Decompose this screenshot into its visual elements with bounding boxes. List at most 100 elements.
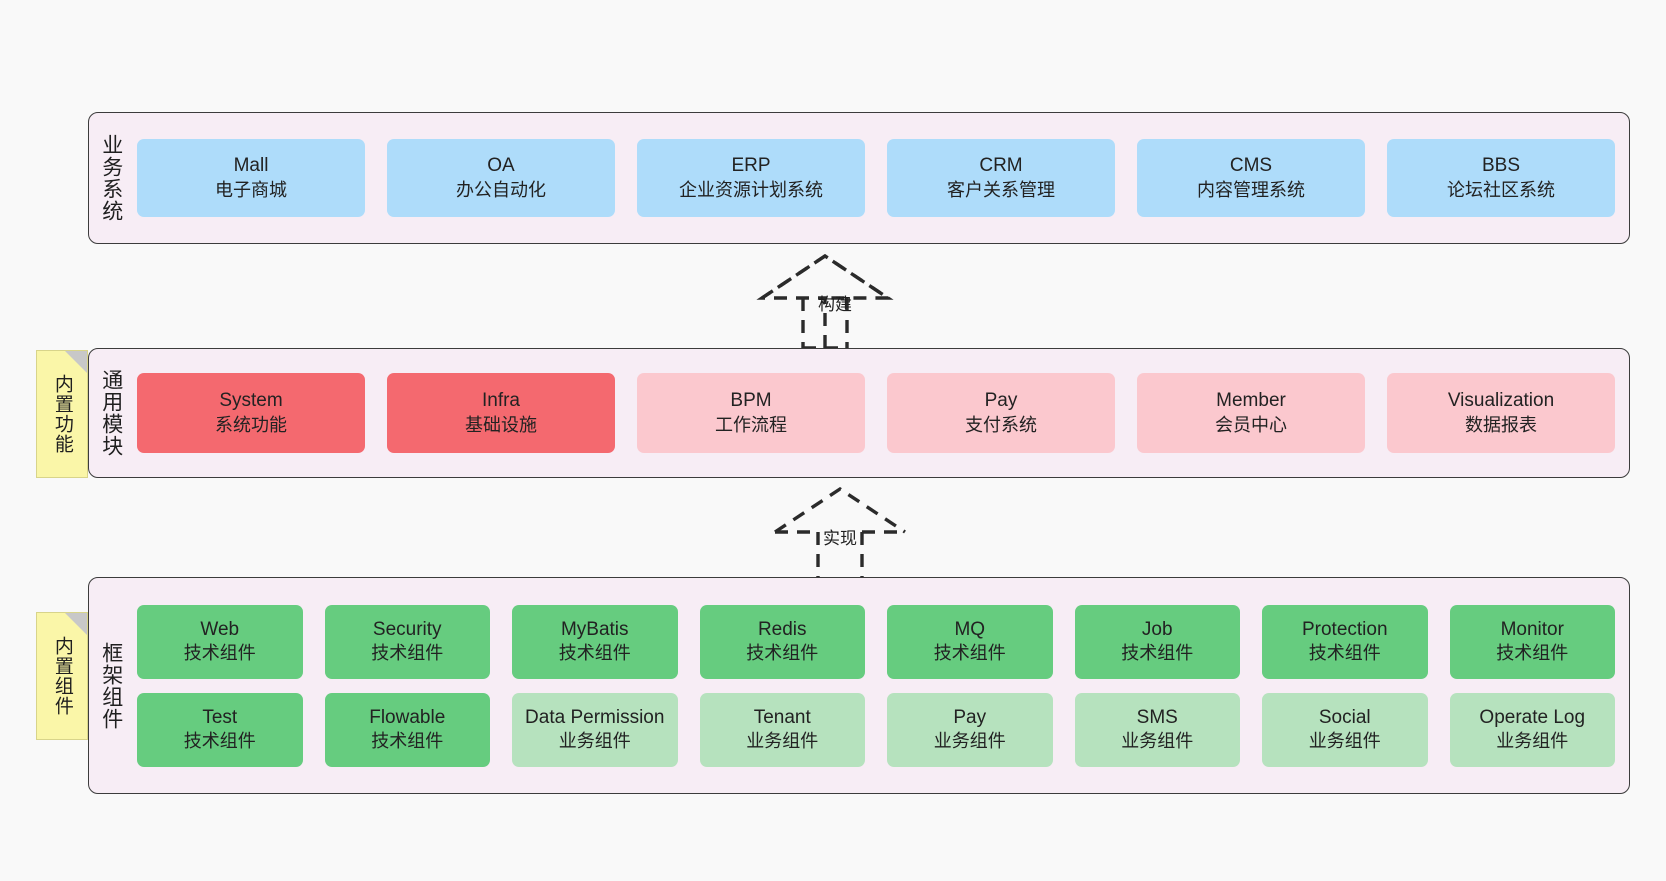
layer-panel-framework: 框架组件 Web 技术组件 Security 技术组件 MyBatis 技术组件…: [88, 577, 1630, 794]
card-subtitle: 企业资源计划系统: [679, 179, 823, 200]
card-subtitle: 业务组件: [1121, 731, 1194, 752]
card-subtitle: 业务组件: [558, 731, 631, 752]
card-subtitle: 内容管理系统: [1197, 179, 1305, 200]
card-mall[interactable]: Mall 电子商城: [137, 139, 365, 217]
card-subtitle: 业务组件: [1308, 731, 1381, 752]
card-oa[interactable]: OA 办公自动化: [387, 139, 615, 217]
card-title: Monitor: [1500, 618, 1564, 640]
card-member[interactable]: Member 会员中心: [1137, 373, 1365, 453]
card-title: Social: [1318, 706, 1371, 728]
card-title: CRM: [979, 155, 1023, 177]
card-pay-module[interactable]: Pay 支付系统: [887, 373, 1115, 453]
card-sms[interactable]: SMS 业务组件: [1074, 692, 1240, 767]
card-subtitle: 技术组件: [933, 643, 1006, 664]
connector-label-implement: 实现: [823, 529, 857, 548]
card-title: Operate Log: [1479, 706, 1586, 728]
card-subtitle: 工作流程: [715, 414, 787, 435]
card-title: Infra: [481, 390, 521, 412]
card-mybatis[interactable]: MyBatis 技术组件: [512, 604, 678, 679]
card-visualization[interactable]: Visualization 数据报表: [1387, 373, 1615, 453]
card-subtitle: 业务组件: [746, 731, 819, 752]
card-title: Visualization: [1447, 390, 1555, 412]
layer-body-modules: System 系统功能 Infra 基础设施 BPM 工作流程 Pay 支付系统…: [133, 349, 1629, 477]
card-subtitle: 数据报表: [1465, 414, 1537, 435]
card-title: Flowable: [369, 706, 446, 728]
card-system[interactable]: System 系统功能: [137, 373, 365, 453]
card-title: Redis: [757, 618, 807, 640]
card-subtitle: 办公自动化: [456, 179, 546, 200]
layer-panel-modules: 通用模块 System 系统功能 Infra 基础设施 BPM 工作流程 Pay…: [88, 348, 1630, 478]
card-social[interactable]: Social 业务组件: [1262, 692, 1428, 767]
card-mq[interactable]: MQ 技术组件: [887, 604, 1053, 679]
card-title: Security: [372, 618, 442, 640]
card-subtitle: 技术组件: [183, 731, 256, 752]
card-title: Tenant: [753, 706, 811, 728]
layer-label-modules: 通用模块: [99, 369, 123, 457]
card-subtitle: 论坛社区系统: [1447, 179, 1555, 200]
card-subtitle: 业务组件: [1496, 731, 1569, 752]
card-web[interactable]: Web 技术组件: [137, 604, 303, 679]
card-test[interactable]: Test 技术组件: [137, 692, 303, 767]
card-row-framework-tech: Web 技术组件 Security 技术组件 MyBatis 技术组件 Redi…: [137, 604, 1615, 679]
connector-build: 构建: [740, 252, 940, 352]
card-subtitle: 系统功能: [215, 414, 287, 435]
card-subtitle: 业务组件: [933, 731, 1006, 752]
card-subtitle: 技术组件: [558, 643, 631, 664]
card-operate-log[interactable]: Operate Log 业务组件: [1449, 692, 1615, 767]
card-title: Pay: [984, 390, 1018, 412]
card-title: Data Permission: [525, 706, 665, 728]
card-title: ERP: [731, 155, 771, 177]
card-subtitle: 电子商城: [215, 179, 287, 200]
card-subtitle: 技术组件: [746, 643, 819, 664]
card-bbs[interactable]: BBS 论坛社区系统: [1387, 139, 1615, 217]
card-erp[interactable]: ERP 企业资源计划系统: [637, 139, 865, 217]
card-title: MyBatis: [560, 618, 629, 640]
card-subtitle: 技术组件: [1308, 643, 1381, 664]
card-title: MQ: [954, 618, 986, 640]
card-subtitle: 会员中心: [1215, 414, 1287, 435]
layer-body-framework: Web 技术组件 Security 技术组件 MyBatis 技术组件 Redi…: [133, 578, 1629, 793]
card-redis[interactable]: Redis 技术组件: [699, 604, 865, 679]
card-crm[interactable]: CRM 客户关系管理: [887, 139, 1115, 217]
card-title: Test: [202, 706, 238, 728]
card-title: Web: [200, 618, 240, 640]
card-row-business: Mall 电子商城 OA 办公自动化 ERP 企业资源计划系统 CRM 客户关系…: [137, 139, 1615, 217]
card-title: SMS: [1136, 706, 1178, 728]
connector-implement: 实现: [755, 484, 955, 584]
card-title: Job: [1141, 618, 1173, 640]
note-text: 内置组件: [51, 636, 73, 716]
card-title: Pay: [953, 706, 987, 728]
card-flowable[interactable]: Flowable 技术组件: [324, 692, 490, 767]
card-subtitle: 技术组件: [1496, 643, 1569, 664]
card-subtitle: 技术组件: [183, 643, 256, 664]
card-tenant[interactable]: Tenant 业务组件: [699, 692, 865, 767]
card-subtitle: 客户关系管理: [947, 179, 1055, 200]
card-security[interactable]: Security 技术组件: [324, 604, 490, 679]
card-title: Member: [1216, 390, 1286, 412]
card-job[interactable]: Job 技术组件: [1074, 604, 1240, 679]
note-text: 内置功能: [51, 374, 73, 454]
card-row-modules: System 系统功能 Infra 基础设施 BPM 工作流程 Pay 支付系统…: [137, 373, 1615, 453]
connector-label-build: 构建: [818, 295, 852, 314]
card-monitor[interactable]: Monitor 技术组件: [1449, 604, 1615, 679]
layer-label-business: 业务系统: [99, 134, 123, 222]
layer-body-business: Mall 电子商城 OA 办公自动化 ERP 企业资源计划系统 CRM 客户关系…: [133, 113, 1629, 243]
card-protection[interactable]: Protection 技术组件: [1262, 604, 1428, 679]
card-cms[interactable]: CMS 内容管理系统: [1137, 139, 1365, 217]
card-subtitle: 技术组件: [1121, 643, 1194, 664]
card-infra[interactable]: Infra 基础设施: [387, 373, 615, 453]
card-title: OA: [487, 155, 515, 177]
card-bpm[interactable]: BPM 工作流程: [637, 373, 865, 453]
card-title: CMS: [1229, 155, 1273, 177]
card-pay-component[interactable]: Pay 业务组件: [887, 692, 1053, 767]
card-subtitle: 支付系统: [965, 414, 1037, 435]
card-title: Protection: [1301, 618, 1388, 640]
layer-panel-business: 业务系统 Mall 电子商城 OA 办公自动化 ERP 企业资源计划系统 CRM…: [88, 112, 1630, 244]
card-subtitle: 基础设施: [465, 414, 537, 435]
card-subtitle: 技术组件: [371, 731, 444, 752]
card-title: BBS: [1481, 155, 1521, 177]
card-subtitle: 技术组件: [371, 643, 444, 664]
note-builtin-components: 内置组件: [36, 612, 88, 740]
card-data-permission[interactable]: Data Permission 业务组件: [512, 692, 678, 767]
